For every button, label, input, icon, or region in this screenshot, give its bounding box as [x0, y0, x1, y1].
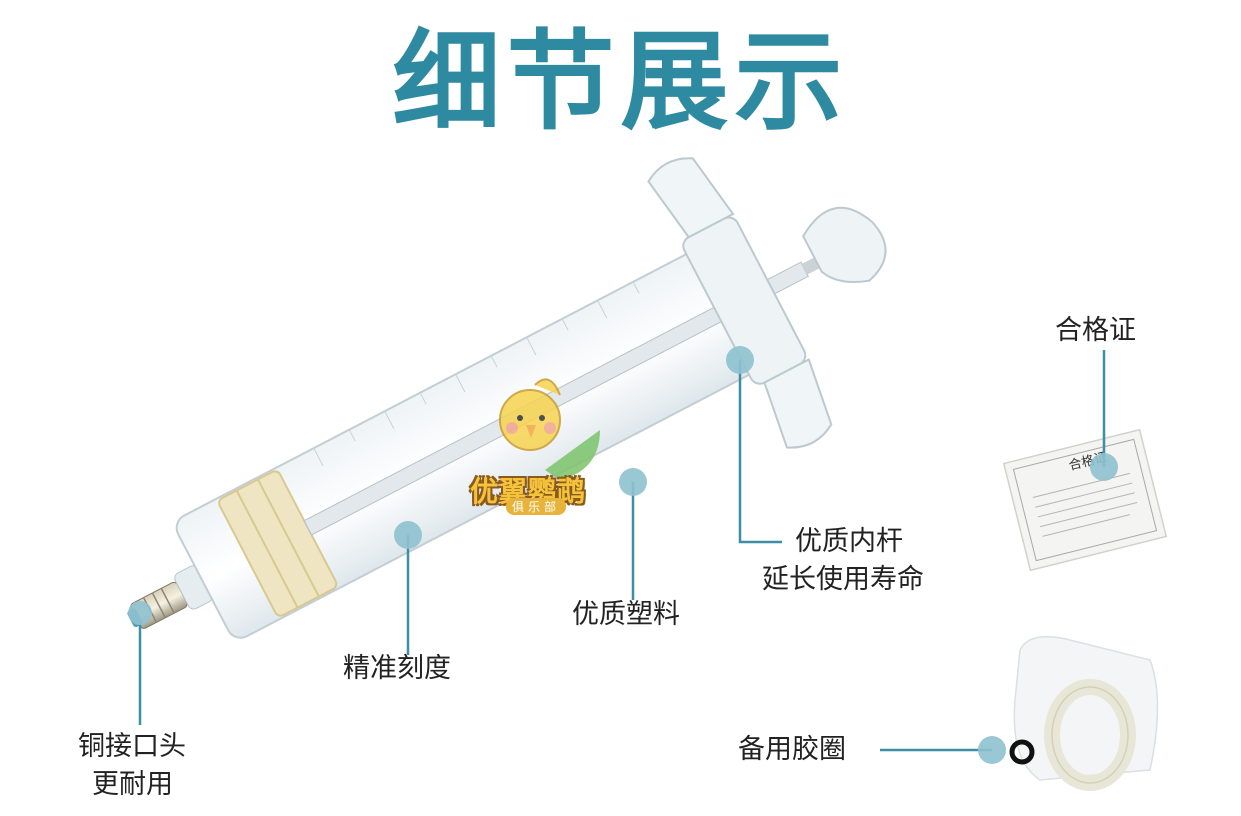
callout-label-spare-ring: 备用胶圈	[738, 734, 846, 765]
callout-label-plastic: 优质塑料	[572, 599, 680, 630]
certificate-card	[1002, 428, 1168, 572]
finger-wing-top	[647, 157, 735, 239]
callout-label-scale: 精准刻度	[343, 653, 451, 684]
syringe	[127, 157, 887, 639]
callout-dot-scale	[394, 521, 422, 549]
callout-dot-inner-rod	[726, 346, 754, 374]
thumb-press	[802, 206, 887, 284]
callout-label-copper-tip-line1: 铜接口头	[78, 731, 186, 762]
finger-wing-bottom	[763, 358, 833, 449]
callout-label-certificate: 合格证	[1055, 315, 1136, 346]
callout-dots	[128, 346, 1118, 764]
callout-line-inner-rod	[738, 360, 782, 544]
callout-dot-spare-ring	[978, 736, 1006, 764]
callout-dot-copper-tip	[128, 601, 152, 625]
watermark-subtext: 俱乐部	[506, 498, 567, 515]
callout-label-inner-rod-line1: 优质内杆	[795, 526, 903, 557]
watermark-logo	[499, 378, 600, 480]
callout-lines	[138, 350, 1106, 752]
callout-label-inner-rod-line2: 延长使用寿命	[762, 564, 924, 595]
page-title: 细节展示	[392, 20, 849, 145]
callout-dot-plastic	[619, 468, 647, 496]
callout-label-copper-tip-line2: 更耐用	[92, 769, 173, 800]
small-o-ring	[1009, 739, 1035, 765]
spare-ring-bag	[1009, 635, 1159, 791]
callout-dot-certificate	[1090, 453, 1118, 481]
